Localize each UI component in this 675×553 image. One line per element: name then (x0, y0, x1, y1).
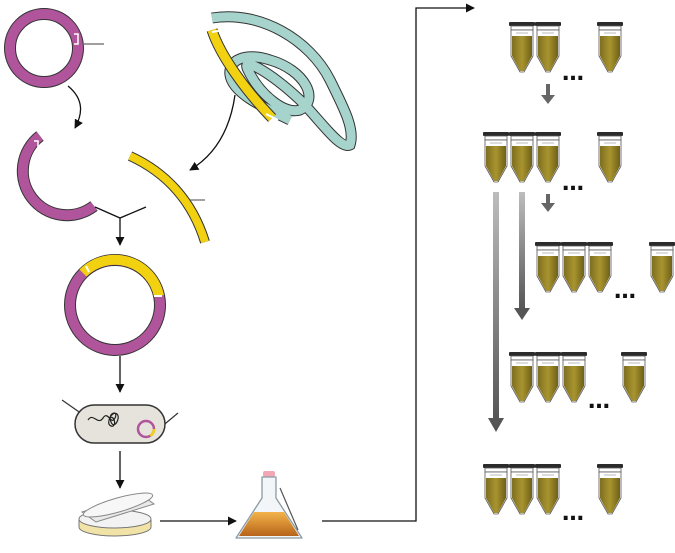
tube-icon (508, 21, 536, 73)
tube-icon (508, 463, 536, 515)
tube-icon (482, 131, 510, 183)
tube-icon (596, 21, 624, 73)
tube-icon (596, 131, 624, 183)
tube-icon (560, 351, 588, 403)
ellipsis: … (614, 279, 637, 304)
gradient-arrow (488, 192, 504, 432)
bacterium-icon (61, 399, 179, 444)
tube-row: … (534, 241, 675, 304)
tube-icon (508, 131, 536, 183)
cut-plasmid-icon (16, 131, 98, 222)
tube-icon (534, 131, 562, 183)
tube-icon (534, 21, 562, 73)
tube-icon (560, 241, 588, 293)
tube-icon (620, 351, 648, 403)
insert-fragment-icon (127, 151, 210, 244)
tube-icon (534, 463, 562, 515)
tube-row: … (482, 131, 624, 196)
tube-icon (648, 241, 675, 293)
tube-icon (534, 241, 562, 293)
recombinant-plasmid-icon (64, 254, 166, 356)
ellipsis: … (562, 61, 585, 86)
ellipsis: … (562, 171, 585, 196)
tube-icon (586, 241, 614, 293)
connector-arrow (322, 3, 475, 522)
tube-row: … (482, 463, 624, 526)
petri-dish-icon (78, 492, 156, 537)
tube-icon (596, 463, 624, 515)
tube-row: … (508, 21, 624, 86)
arrow (189, 94, 236, 171)
tube-row: … (508, 351, 648, 414)
tube-icon (508, 351, 536, 403)
tube-icon (534, 351, 562, 403)
tube-icon (482, 463, 510, 515)
arrow (67, 85, 83, 129)
ligation-arrow (94, 206, 147, 246)
culture-flask-icon (235, 471, 303, 539)
plasmid-icon (4, 8, 104, 88)
ellipsis: … (588, 389, 611, 414)
gradient-arrow (514, 192, 530, 320)
ellipsis: … (562, 501, 585, 526)
dna-strand-icon (206, 11, 357, 151)
